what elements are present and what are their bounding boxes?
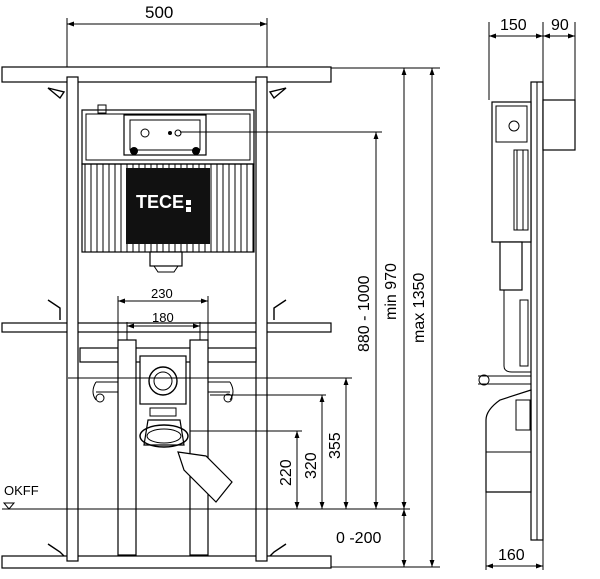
lower-frame [79,339,257,556]
drain-connection [139,424,189,448]
dim-connection-spacing: 230 [151,286,173,301]
dim-220: 220 [278,459,295,486]
dim-depth-frame: 150 [500,17,527,34]
dim-floor-adjust: 0 -200 [336,530,381,547]
floor-label: OKFF [4,483,39,498]
side-view: 150 90 160 [478,17,576,570]
dim-width-total: 500 [145,3,173,22]
dim-height-adjust: 880 - 1000 [356,275,373,352]
dim-355: 355 [327,432,344,459]
right-post [255,76,268,562]
dim-depth-extra: 90 [551,17,569,34]
front-view: TECE [1,3,440,569]
floor-marker: OKFF [2,483,39,510]
bottom-rail [1,555,332,569]
corner-brackets [47,87,287,557]
left-post [66,76,79,562]
dim-min-height: min 970 [383,263,400,320]
dim-max-height: max 1350 [411,273,428,343]
brand-label: TECE [136,192,184,212]
top-rail [1,66,332,83]
cistern: TECE [81,104,255,273]
dim-inner-spacing: 180 [152,310,174,325]
dim-320: 320 [303,452,320,479]
dimension-lines [67,21,435,567]
dim-depth-bottom: 160 [498,547,525,564]
brand-plate [126,168,210,244]
extension-lines [2,18,440,568]
flush-connection [148,366,178,396]
